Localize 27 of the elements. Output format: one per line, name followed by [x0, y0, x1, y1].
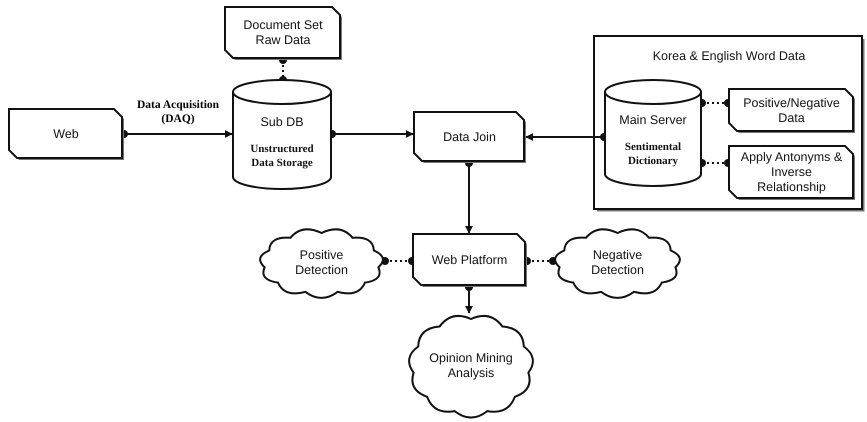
- process-box: [413, 111, 526, 163]
- node-subtitle: Unstructured Data Storage: [249, 142, 315, 170]
- node-label: Positive/Negative Data: [742, 96, 841, 126]
- node-label: Negative Detection: [590, 248, 645, 278]
- node-label: Data Join: [442, 130, 497, 144]
- node-label: Web Platform: [430, 252, 508, 268]
- process-box: [8, 108, 124, 160]
- node-label: Document Set Raw Data: [242, 18, 324, 48]
- process-box: [412, 233, 527, 287]
- node-label: Sub DB: [260, 114, 304, 130]
- node-subtitle: Sentimental Dictionary: [624, 140, 682, 168]
- cloud-shape: [258, 227, 385, 299]
- node-label: Apply Antonyms & Inverse Relationship: [740, 150, 844, 195]
- process-box: [224, 6, 342, 60]
- group-panel: [593, 35, 865, 212]
- cloud-shape: [553, 227, 682, 299]
- node-label: Korea & English Word Data: [652, 49, 806, 64]
- node-label: Main Server: [619, 113, 687, 128]
- cloud-shape: [407, 313, 535, 419]
- edge-label: Data Acquisition (DAQ): [136, 98, 220, 126]
- database-cylinder: [232, 80, 332, 190]
- process-box: [728, 88, 855, 133]
- process-box: [728, 145, 855, 200]
- node-label: Positive Detection: [294, 248, 349, 278]
- node-label: Opinion Mining Analysis: [428, 351, 514, 381]
- database-cylinder: [604, 80, 702, 187]
- node-label: Web: [52, 126, 80, 142]
